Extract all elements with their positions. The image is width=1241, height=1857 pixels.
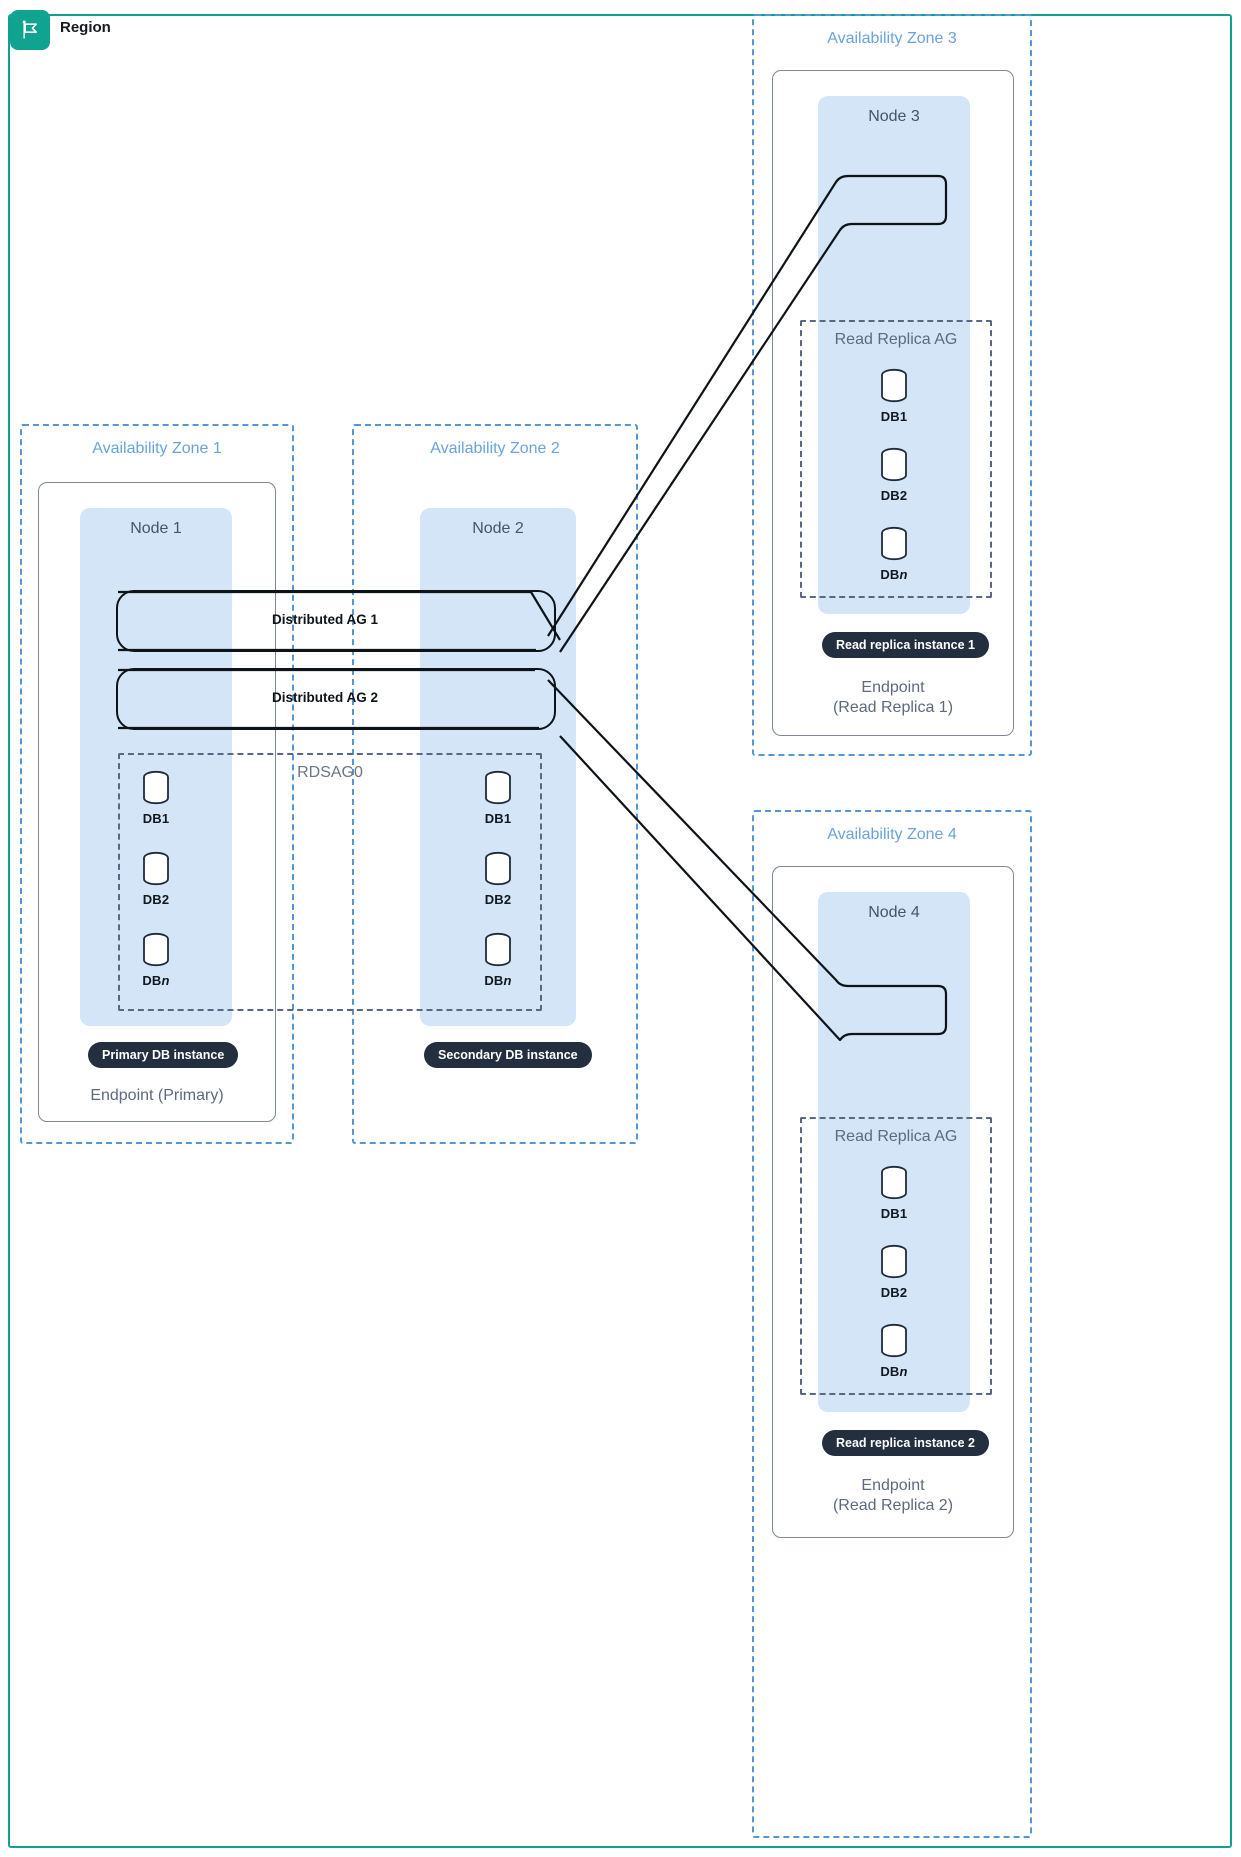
az2-db-2: DB2 [458, 849, 538, 907]
database-icon [881, 1165, 907, 1200]
database-icon [485, 932, 511, 967]
region-label: Region [60, 19, 111, 36]
database-icon [881, 368, 907, 403]
az1-primary-db-pill: Primary DB instance [88, 1042, 239, 1068]
az2-db-1-label: DB1 [484, 811, 512, 826]
az4-db-n-label: DBn [880, 1364, 908, 1379]
az2-title: Availability Zone 2 [430, 440, 560, 457]
az1-db-1-label: DB1 [142, 811, 170, 826]
node-1-title: Node 1 [130, 520, 182, 537]
az1-db-n: DBn [116, 930, 196, 988]
az3-endpoint-line1: Endpoint [861, 679, 925, 696]
az3-ag-title: Read Replica AG [834, 331, 958, 348]
az3-db-1-label: DB1 [880, 409, 908, 424]
az1-db-n-label: DBn [142, 973, 170, 988]
az4-ag-title: Read Replica AG [834, 1128, 958, 1145]
az1-db-1: DB1 [116, 768, 196, 826]
az2-db-2-label: DB2 [484, 892, 512, 907]
az3-read-replica-pill: Read replica instance 1 [822, 632, 989, 658]
database-icon [881, 526, 907, 561]
az3-db-n-label: DBn [880, 567, 908, 582]
node-3-title: Node 3 [868, 108, 920, 125]
database-icon [881, 447, 907, 482]
az3-db-2: DB2 [854, 445, 934, 503]
az3-db-2-label: DB2 [880, 488, 908, 503]
availability-zone-1: Availability Zone 1 [20, 424, 294, 1144]
az4-db-n: DBn [854, 1321, 934, 1379]
rdsag0-availability-group: RDSAG0 [118, 753, 542, 1011]
database-icon [485, 851, 511, 886]
distributed-ag-1-shape [116, 590, 556, 652]
database-icon [143, 770, 169, 805]
az1-db-2-label: DB2 [142, 892, 170, 907]
az1-endpoint-caption: Endpoint (Primary) [90, 1087, 224, 1104]
database-icon [485, 770, 511, 805]
az4-endpoint-caption: Endpoint (Read Replica 2) [772, 1476, 1014, 1516]
database-icon [143, 932, 169, 967]
az4-db-1: DB1 [854, 1163, 934, 1221]
az3-title: Availability Zone 3 [827, 30, 957, 47]
az2-db-n: DBn [458, 930, 538, 988]
distributed-ag-2-shape [116, 668, 556, 730]
az1-db-2: DB2 [116, 849, 196, 907]
az4-endpoint-line1: Endpoint [861, 1477, 925, 1494]
region-boundary [8, 14, 1232, 1848]
node-2-title: Node 2 [472, 520, 524, 537]
az3-endpoint-line2: (Read Replica 1) [832, 699, 954, 716]
az4-db-2: DB2 [854, 1242, 934, 1300]
az4-title: Availability Zone 4 [827, 826, 957, 843]
az4-read-replica-pill: Read replica instance 2 [822, 1430, 989, 1456]
distributed-ag-1-label: Distributed AG 1 [272, 612, 379, 627]
az4-endpoint-line2: (Read Replica 2) [832, 1497, 954, 1514]
az2-db-n-label: DBn [484, 973, 512, 988]
az3-endpoint-caption: Endpoint (Read Replica 1) [772, 678, 1014, 718]
database-icon [881, 1244, 907, 1279]
node-4-title: Node 4 [868, 904, 920, 921]
region-flag-icon [10, 10, 50, 50]
az1-title: Availability Zone 1 [92, 440, 222, 457]
az3-db-n: DBn [854, 524, 934, 582]
az2-secondary-db-pill: Secondary DB instance [424, 1042, 592, 1068]
az4-db-1-label: DB1 [880, 1206, 908, 1221]
az2-db-1: DB1 [458, 768, 538, 826]
az3-db-1: DB1 [854, 366, 934, 424]
distributed-ag-2-label: Distributed AG 2 [272, 690, 379, 705]
az4-read-replica-ag: Read Replica AG [800, 1117, 992, 1395]
database-icon [881, 1323, 907, 1358]
rdsag0-title: RDSAG0 [297, 764, 363, 781]
az4-db-2-label: DB2 [880, 1285, 908, 1300]
database-icon [143, 851, 169, 886]
